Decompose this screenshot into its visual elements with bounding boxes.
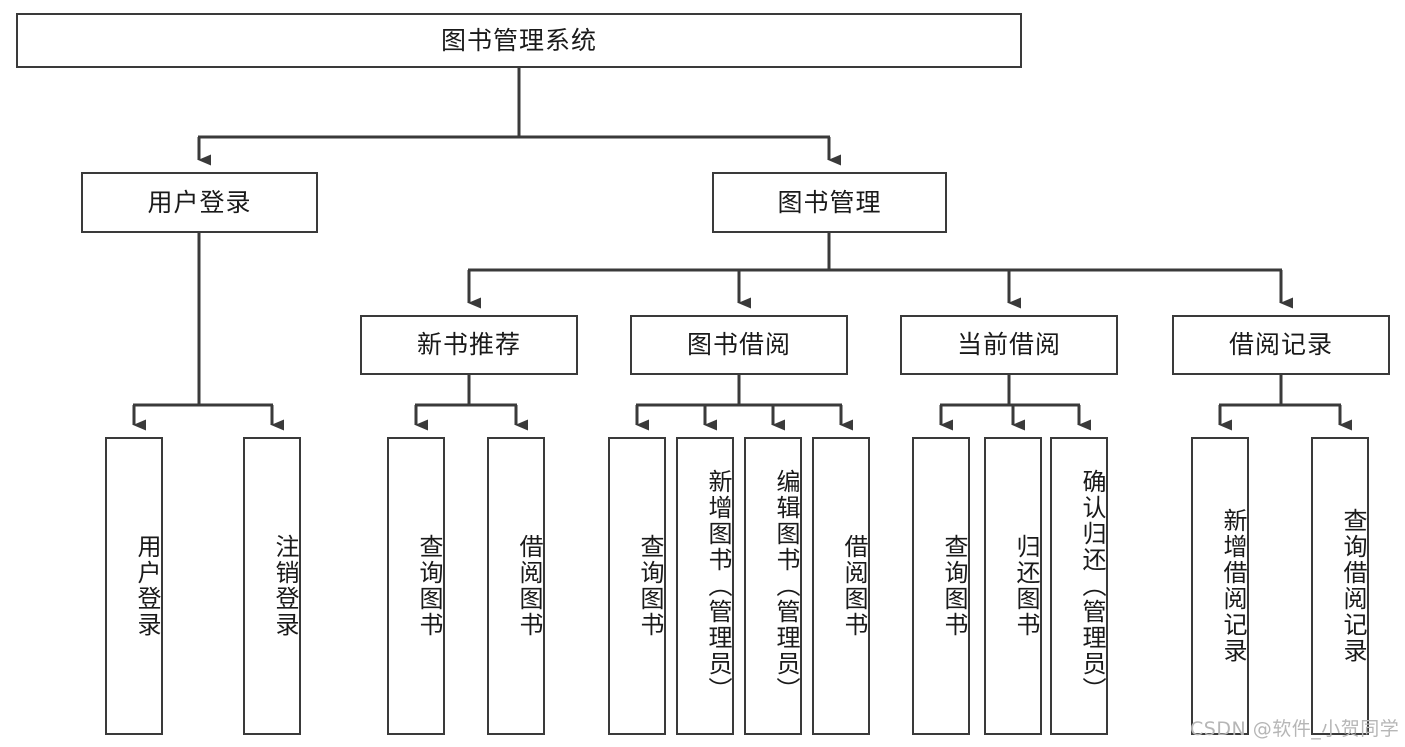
node-borrow-record[interactable]: 借阅记录 <box>1172 315 1390 375</box>
node-leaf-borrow-book-2[interactable]: 借阅图书 <box>812 437 870 735</box>
node-new-book-recommend-label: 新书推荐 <box>416 330 521 360</box>
node-leaf-borrow-book-2-label: 借阅图书 <box>840 534 868 638</box>
node-leaf-query-book-3[interactable]: 查询图书 <box>912 437 970 735</box>
node-leaf-query-borrow-record[interactable]: 查询借阅记录 <box>1311 437 1369 735</box>
node-root-system[interactable]: 图书管理系统 <box>16 13 1022 68</box>
node-book-borrow-label: 图书借阅 <box>686 330 791 360</box>
node-leaf-logout[interactable]: 注销登录 <box>243 437 301 735</box>
node-leaf-user-login[interactable]: 用户登录 <box>105 437 163 735</box>
node-leaf-confirm-return-label: 确认归还（管理员） <box>1078 469 1106 703</box>
node-current-borrow-label: 当前借阅 <box>956 330 1061 360</box>
node-leaf-query-book-3-label: 查询图书 <box>940 534 968 638</box>
node-user-login[interactable]: 用户登录 <box>81 172 318 233</box>
node-book-manage[interactable]: 图书管理 <box>712 172 947 233</box>
node-user-login-label: 用户登录 <box>147 187 252 217</box>
node-leaf-confirm-return[interactable]: 确认归还（管理员） <box>1050 437 1108 735</box>
node-leaf-query-book-1[interactable]: 查询图书 <box>387 437 445 735</box>
node-leaf-add-borrow-record-label: 新增借阅记录 <box>1219 508 1247 664</box>
csdn-watermark: CSDN @软件_小贺同学 <box>1190 718 1400 740</box>
node-leaf-borrow-book-1[interactable]: 借阅图书 <box>487 437 545 735</box>
node-leaf-return-book[interactable]: 归还图书 <box>984 437 1042 735</box>
node-current-borrow[interactable]: 当前借阅 <box>900 315 1118 375</box>
node-leaf-query-borrow-record-label: 查询借阅记录 <box>1339 508 1367 664</box>
node-leaf-edit-book-label: 编辑图书（管理员） <box>772 469 800 703</box>
node-leaf-add-book-label: 新增图书（管理员） <box>704 469 732 703</box>
node-leaf-add-book[interactable]: 新增图书（管理员） <box>676 437 734 735</box>
node-leaf-user-login-label: 用户登录 <box>133 534 161 638</box>
node-leaf-logout-label: 注销登录 <box>271 534 299 638</box>
node-borrow-record-label: 借阅记录 <box>1228 330 1333 360</box>
node-leaf-return-book-label: 归还图书 <box>1012 534 1040 638</box>
node-leaf-query-book-2[interactable]: 查询图书 <box>608 437 666 735</box>
node-leaf-query-book-2-label: 查询图书 <box>636 534 664 638</box>
node-leaf-query-book-1-label: 查询图书 <box>415 534 443 638</box>
node-leaf-borrow-book-1-label: 借阅图书 <box>515 534 543 638</box>
node-new-book-recommend[interactable]: 新书推荐 <box>360 315 578 375</box>
node-book-borrow[interactable]: 图书借阅 <box>630 315 848 375</box>
node-leaf-add-borrow-record[interactable]: 新增借阅记录 <box>1191 437 1249 735</box>
node-leaf-edit-book[interactable]: 编辑图书（管理员） <box>744 437 802 735</box>
node-root-label: 图书管理系统 <box>440 25 597 55</box>
node-book-manage-label: 图书管理 <box>777 187 882 217</box>
